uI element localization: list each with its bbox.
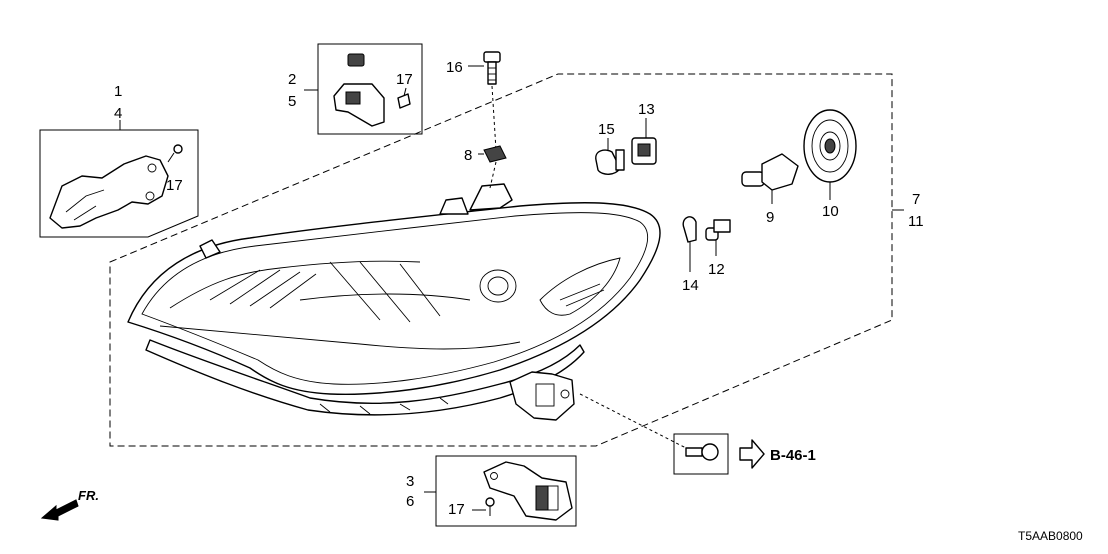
dust-cover-10: [803, 109, 857, 183]
reference-label: B-46-1: [770, 447, 816, 464]
bolt-16: [483, 51, 501, 85]
callout-4: 4: [114, 105, 122, 122]
clip-8-leader: [489, 161, 497, 189]
callout-1: 1: [114, 83, 122, 100]
assembly-group-frame: [109, 73, 893, 447]
bulb-9: [741, 153, 799, 191]
headlight-housing: [127, 183, 661, 421]
callout-17-b: 17: [396, 71, 413, 88]
callout-15: 15: [598, 121, 615, 138]
callout-14: 14: [682, 277, 699, 294]
bulb-12: [705, 219, 731, 241]
side-bracket: [49, 155, 169, 229]
bracket-lower-group-frame: [435, 455, 577, 527]
bracket-group-frame: [39, 129, 199, 238]
reference-arrow: [739, 439, 765, 469]
upper-bracket: [333, 53, 385, 127]
front-direction-label: FR.: [78, 488, 99, 503]
callout-12: 12: [708, 261, 725, 278]
callout-2: 2: [288, 71, 296, 88]
callout-17-a: 17: [166, 177, 183, 194]
mounting-bolt-leader: [579, 393, 687, 449]
ring-14: [682, 216, 697, 243]
screw-17-a: [167, 144, 183, 163]
callout-10: 10: [822, 203, 839, 220]
lower-bracket: [483, 461, 573, 521]
callout-9: 9: [766, 209, 774, 226]
callout-3: 3: [406, 473, 414, 490]
callout-11: 11: [908, 213, 924, 230]
callout-17-c: 17: [448, 501, 465, 518]
leader-17-b: [403, 87, 407, 97]
callout-16: 16: [446, 59, 463, 76]
drawing-code: T5AAB0800: [1018, 529, 1083, 543]
callout-8: 8: [464, 147, 472, 164]
bolt-16-leader: [491, 85, 497, 151]
clip-8: [483, 145, 507, 163]
socket-13: [631, 137, 657, 165]
callout-7: 7: [912, 191, 920, 208]
callout-13: 13: [638, 101, 655, 118]
mounting-bolt: [685, 443, 719, 461]
bolt-group-frame: [673, 433, 729, 475]
callout-6: 6: [406, 493, 414, 510]
bracket-upper-group-frame: [317, 43, 423, 135]
callout-5: 5: [288, 93, 296, 110]
screw-17-c: [485, 497, 495, 516]
screw-17-b: [397, 93, 411, 109]
front-direction-arrow: [40, 499, 79, 521]
bulb-15: [595, 149, 625, 175]
